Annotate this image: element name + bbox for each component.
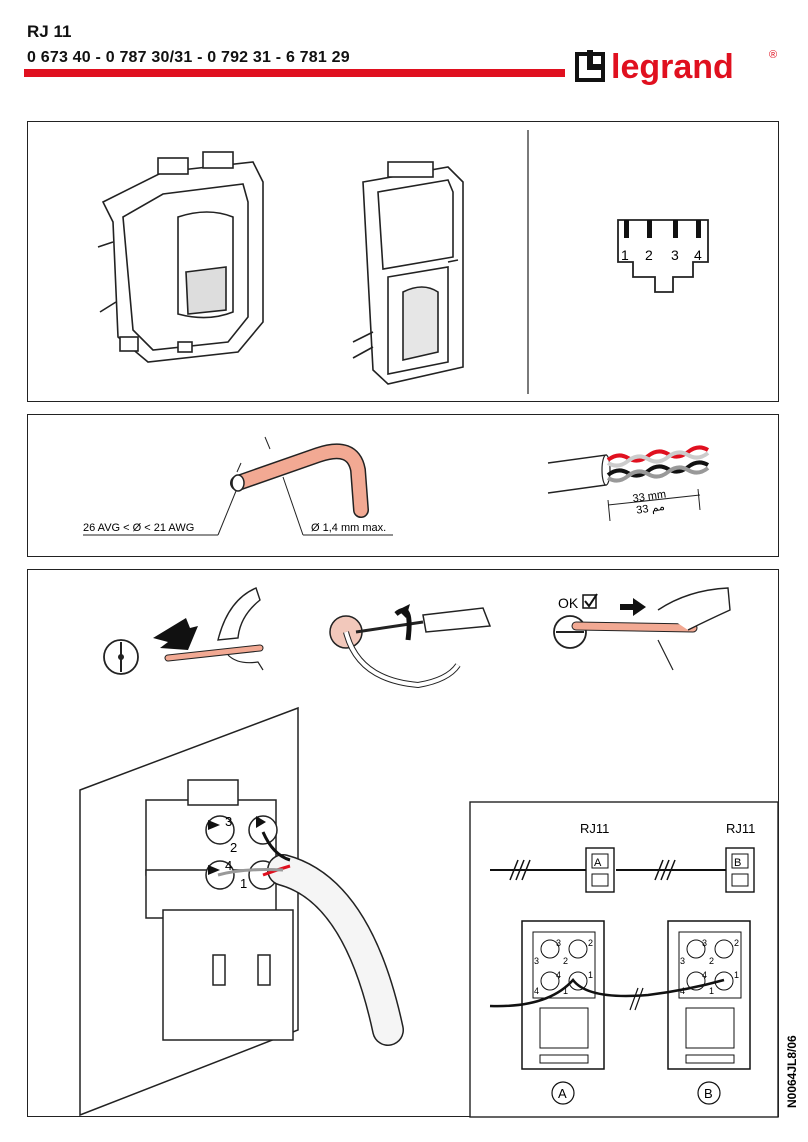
document-code: N0064JL8/06 — [785, 1035, 799, 1108]
wiring-schematic-inset: RJ11 RJ11 A B 3 2 — [469, 801, 779, 1118]
legrand-wordmark: legrand — [611, 48, 734, 86]
module-a-letter: A — [558, 1086, 567, 1101]
a-terminal-4: 4 — [556, 970, 561, 980]
pin-label-2: 2 — [645, 247, 653, 263]
wall-mounted-module-drawing: 3 2 4 1 — [79, 706, 404, 1117]
panel-product-views: 1 2 3 4 — [27, 121, 779, 402]
terminal-number-2: 2 — [230, 840, 237, 855]
strip-length-label: 33 mm — [632, 488, 667, 505]
a-terminal-1: 1 — [588, 970, 593, 980]
ok-label: OK — [558, 595, 579, 611]
a-terminal-2b: 2 — [563, 956, 568, 966]
registered-mark: ® — [769, 49, 777, 61]
alternative-module-drawing — [352, 161, 464, 385]
b-terminal-4b: 4 — [680, 986, 685, 996]
checkbox-checked-icon — [582, 594, 597, 609]
terminal-number-1: 1 — [240, 876, 247, 891]
wire-gauge-label: 26 AVG < Ø < 21 AWG — [83, 522, 194, 534]
pin-label-3: 3 — [671, 247, 679, 263]
pull-arrow-icon — [153, 618, 198, 650]
rotate-arrow-icon — [394, 607, 412, 641]
rj11-pinout-diagram: 1 2 3 4 — [617, 219, 709, 293]
step-screwdriver — [329, 604, 492, 689]
push-arrow-icon — [620, 598, 646, 616]
header-red-bar — [24, 69, 565, 77]
hand-icon — [657, 587, 731, 631]
socket-a-label: RJ11 — [580, 821, 609, 836]
document-title: RJ 11 — [27, 22, 72, 41]
b-terminal-1: 1 — [734, 970, 739, 980]
copper-wire-drawing — [230, 436, 369, 518]
b-terminal-3b: 3 — [680, 956, 685, 966]
diameter-label: Ø 1,4 mm max. — [311, 522, 386, 534]
b-terminal-2: 2 — [734, 938, 739, 948]
b-terminal-4: 4 — [702, 970, 707, 980]
b-terminal-2b: 2 — [709, 956, 714, 966]
a-terminal-3b: 3 — [534, 956, 539, 966]
pin-label-1: 1 — [621, 247, 629, 263]
strip-length-label-arabic: 33 مم — [636, 501, 666, 517]
legrand-logo: legrand ® — [575, 48, 777, 86]
b-terminal-3: 3 — [702, 938, 707, 948]
socket-b-label: RJ11 — [726, 821, 755, 836]
a-terminal-2: 2 — [588, 938, 593, 948]
module-b-letter: B — [704, 1086, 713, 1101]
panel-installation: OK — [27, 569, 779, 1118]
screwdriver-icon — [422, 607, 492, 633]
socket-b-letter: B — [734, 857, 741, 869]
document-code-text: N0064JL8/06 — [785, 1035, 799, 1108]
mosaic-module-drawing — [97, 151, 264, 363]
a-terminal-1b: 1 — [563, 986, 568, 996]
legrand-mark-icon — [575, 50, 605, 82]
terminal-number-3: 3 — [225, 814, 232, 829]
step-insert-wire — [103, 587, 264, 675]
terminal-number-4: 4 — [225, 858, 232, 873]
a-terminal-4b: 4 — [534, 986, 539, 996]
a-terminal-3: 3 — [556, 938, 561, 948]
product-references: 0 673 40 - 0 787 30/31 - 0 792 31 - 6 78… — [27, 49, 350, 66]
stripped-cable-drawing — [547, 445, 710, 522]
hand-icon — [217, 587, 261, 641]
socket-a-letter: A — [594, 857, 602, 869]
b-terminal-1b: 1 — [709, 986, 714, 996]
panel-wire-specs: 26 AVG < Ø < 21 AWG Ø 1,4 mm max. 33 mm … — [27, 414, 779, 557]
pin-label-4: 4 — [694, 247, 702, 263]
step-ok: OK — [553, 587, 731, 671]
